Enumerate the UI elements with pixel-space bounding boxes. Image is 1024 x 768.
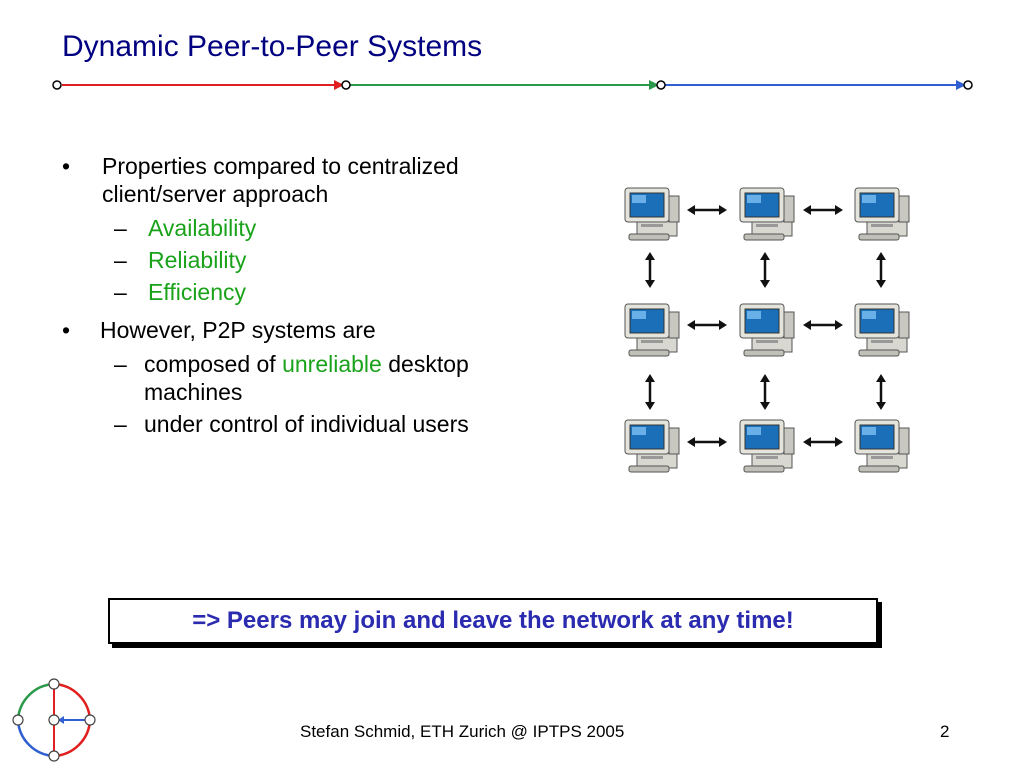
desktop-computer-icon <box>624 187 680 241</box>
eth-network-logo-icon <box>12 678 96 762</box>
sub-bullet-efficiency: – Efficiency <box>62 278 502 306</box>
conclusion-box: => Peers may join and leave the network … <box>108 598 878 644</box>
sub-bullet-mark: – <box>114 247 127 273</box>
sub-bullet-mark: – <box>114 279 127 305</box>
bullet-text: Properties compared to centralized clien… <box>102 153 459 207</box>
double-arrow-icon <box>685 435 729 449</box>
bullet-mark: • <box>62 317 71 343</box>
desktop-computer-icon <box>739 187 795 241</box>
sub-bullet-reliability: – Reliability <box>62 246 502 274</box>
double-arrow-icon <box>643 372 657 412</box>
sub-bullet-text: Efficiency <box>148 279 247 305</box>
desktop-computer-icon <box>854 419 910 473</box>
p2p-network-diagram <box>624 187 910 473</box>
desktop-computer-icon <box>624 303 680 357</box>
bullet-text: However, P2P systems are <box>100 317 376 343</box>
bullet-mark: • <box>62 153 71 179</box>
double-arrow-icon <box>874 250 888 290</box>
highlight-unreliable: unreliable <box>282 351 382 377</box>
bullet-however: • However, P2P systems are <box>62 316 502 344</box>
header-divider <box>52 80 973 90</box>
desktop-computer-icon <box>739 303 795 357</box>
sub-bullet-text-post: desktop machines <box>144 351 469 405</box>
sub-bullet-text: under control of individual users <box>144 411 469 437</box>
double-arrow-icon <box>643 250 657 290</box>
desktop-computer-icon <box>624 419 680 473</box>
double-arrow-icon <box>685 203 729 217</box>
double-arrow-icon <box>801 435 845 449</box>
double-arrow-icon <box>801 318 845 332</box>
desktop-computer-icon <box>739 419 795 473</box>
sub-bullet-control: – under control of individual users <box>62 410 502 438</box>
bullet-properties: • Properties compared to centralized cli… <box>62 152 502 208</box>
sub-bullet-mark: – <box>114 351 127 377</box>
desktop-computer-icon <box>854 303 910 357</box>
double-arrow-icon <box>874 372 888 412</box>
slide-title: Dynamic Peer-to-Peer Systems <box>62 30 483 63</box>
page-number: 2 <box>940 722 950 741</box>
double-arrow-icon <box>801 203 845 217</box>
sub-bullet-text: Availability <box>148 215 257 241</box>
sub-bullet-composed: – composed of unreliable desktop machine… <box>62 350 502 406</box>
sub-bullet-mark: – <box>114 215 127 241</box>
double-arrow-icon <box>758 372 772 412</box>
desktop-computer-icon <box>854 187 910 241</box>
bullet-list: • Properties compared to centralized cli… <box>62 152 502 442</box>
footer-text: Stefan Schmid, ETH Zurich @ IPTPS 2005 <box>300 722 625 741</box>
double-arrow-icon <box>685 318 729 332</box>
sub-bullet-text: Reliability <box>148 247 247 273</box>
double-arrow-icon <box>758 250 772 290</box>
sub-bullet-text-pre: composed of <box>144 351 283 377</box>
sub-bullet-mark: – <box>114 411 127 437</box>
sub-bullet-availability: – Availability <box>62 214 502 242</box>
